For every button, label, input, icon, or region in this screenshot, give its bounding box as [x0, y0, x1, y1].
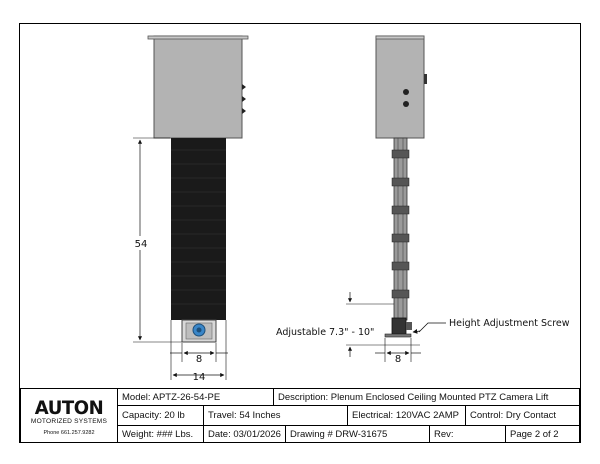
travel-cell: Travel: 54 Inches [203, 406, 347, 426]
control-cell: Control: Dry Contact [465, 406, 579, 426]
title-block: AUTON MOTORIZED SYSTEMS Phone 661.257.92… [20, 388, 580, 443]
connector-icon [403, 89, 409, 95]
capacity-cell: Capacity: 20 lb [117, 406, 203, 426]
company-phone: Phone 661.257.9282 [43, 430, 95, 436]
outer-width-label: 14 [193, 372, 206, 383]
side-trim-plate [384, 333, 412, 338]
model-cell: Model: APTZ-26-54-PE [117, 389, 273, 406]
logo-main: AUTON [34, 397, 104, 419]
side-width-label: 8 [395, 354, 401, 365]
inner-width-label: 8 [196, 354, 202, 365]
side-bottom-bracket [391, 317, 407, 335]
front-brackets [242, 84, 246, 114]
date-cell: Date: 03/01/2026 [203, 426, 285, 443]
drawing-number-cell: Drawing # DRW-31675 [285, 426, 429, 443]
side-view [346, 35, 446, 362]
weight-cell: Weight: ### Lbs. [117, 426, 203, 443]
revision-cell: Rev: [429, 426, 505, 443]
company-logo: AUTON MOTORIZED SYSTEMS Phone 661.257.92… [21, 389, 117, 442]
description-cell: Description: Plenum Enclosed Ceiling Mou… [273, 389, 579, 406]
electrical-cell: Electrical: 120VAC 2AMP [347, 406, 465, 426]
front-lift-segments [171, 149, 226, 305]
logo-subtitle: MOTORIZED SYSTEMS [30, 418, 108, 425]
adjustable-label: Adjustable [276, 327, 326, 338]
height-dimension-label: 54 [135, 239, 148, 250]
page-cell: Page 2 of 2 [505, 426, 579, 443]
height-screw-label: Height Adjustment Screw [449, 318, 570, 329]
front-view [132, 35, 249, 380]
side-housing [375, 35, 425, 139]
front-lift-body [171, 138, 226, 320]
drawing-border [19, 23, 581, 443]
adjustable-range-label: 7.3" - 10" [329, 327, 374, 338]
front-housing-flange [147, 35, 249, 40]
connector-icon-2 [403, 101, 409, 107]
front-housing [153, 35, 243, 139]
